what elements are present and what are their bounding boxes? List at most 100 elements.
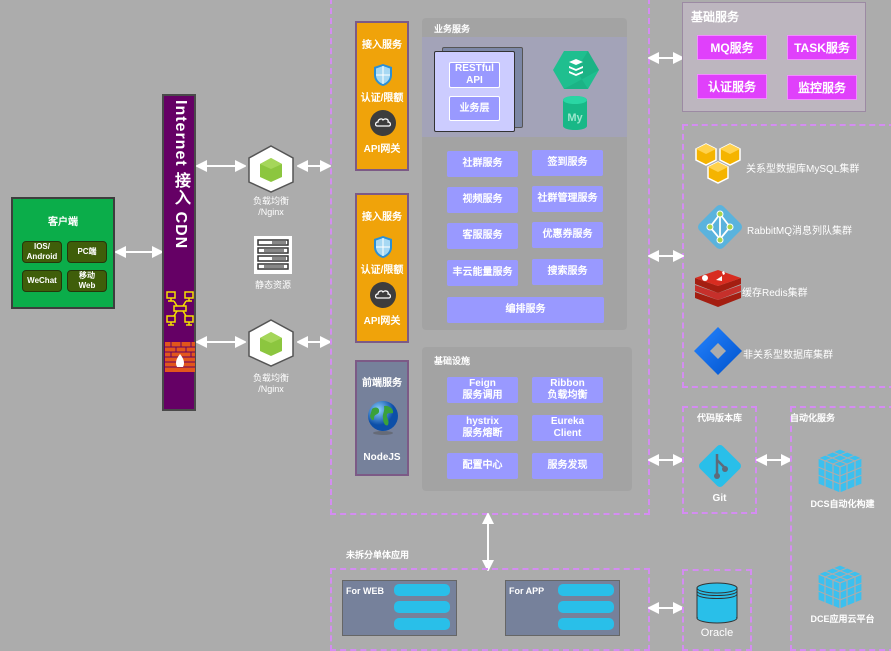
server-bar: [558, 584, 614, 596]
infra-feign[interactable]: Feign 服务调用: [447, 377, 518, 403]
base-services-title: 基础服务: [691, 10, 740, 24]
server-bar: [558, 618, 614, 630]
static-resources-icon: [254, 236, 292, 274]
arrow-cdn-lb-bottom: [196, 336, 246, 348]
shield-icon: [374, 236, 392, 258]
client-mobile-web[interactable]: 移动 Web: [67, 270, 107, 292]
mysql-cluster-label: 关系型数据库MySQL集群: [746, 164, 860, 175]
nginx-top-icon[interactable]: [247, 144, 295, 194]
infra-service-discovery[interactable]: 服务发现: [532, 453, 603, 479]
service-community-mgmt[interactable]: 社群管理服务: [532, 186, 603, 212]
cloud-datastore-icon: [553, 51, 599, 89]
service-orchestration-label: 编排服务: [505, 304, 546, 315]
infra-feign-label: Feign 服务调用: [462, 378, 503, 401]
cloud-icon: [370, 110, 396, 136]
rabbitmq-icon: [698, 205, 742, 249]
service-community-label: 社群服务: [462, 158, 503, 169]
arrow-main-clusters: [648, 250, 684, 262]
gateway-1[interactable]: 接入服务 认证/限额 API网关: [355, 21, 409, 171]
frontend-title: 前端服务: [362, 378, 402, 389]
monolith-title: 未拆分单体应用: [346, 550, 410, 560]
service-search-label: 搜索服务: [547, 266, 588, 277]
service-orchestration[interactable]: 编排服务: [447, 297, 604, 323]
base-services-panel: 基础服务 MQ服务 TASK服务 认证服务 监控服务: [682, 2, 866, 112]
arrow-lb-gw-top: [297, 160, 331, 172]
service-search[interactable]: 搜索服务: [532, 259, 603, 285]
mysql-icon: My: [563, 96, 587, 130]
monolith-web[interactable]: For WEB: [342, 580, 457, 636]
business-layer[interactable]: 业务层: [449, 96, 500, 121]
svg-text:My: My: [567, 112, 583, 124]
service-community-mgmt-label: 社群管理服务: [537, 193, 598, 204]
base-monitor-label: 监控服务: [797, 81, 846, 95]
base-auth[interactable]: 认证服务: [697, 74, 767, 99]
base-mq[interactable]: MQ服务: [697, 35, 767, 60]
frontend-service[interactable]: 前端服务 NodeJS: [355, 360, 409, 476]
arrow-main-base: [648, 52, 684, 64]
gateway-2-api: API网关: [363, 316, 401, 327]
service-energy[interactable]: 丰云能量服务: [447, 260, 518, 286]
client-mobile-web-label: 移动 Web: [78, 271, 96, 290]
service-checkin[interactable]: 签到服务: [532, 150, 603, 176]
frontend-tech: NodeJS: [363, 452, 401, 463]
business-layer-label: 业务层: [459, 102, 490, 114]
arrow-main-git: [648, 454, 684, 466]
automation-title: 自动化服务: [790, 413, 836, 423]
monolith-app[interactable]: For APP: [505, 580, 620, 636]
infra-config-center[interactable]: 配置中心: [447, 453, 518, 479]
infra-eureka-label: Eureka Client: [550, 416, 585, 439]
base-monitor[interactable]: 监控服务: [787, 75, 857, 100]
arrow-main-monolith: [482, 513, 494, 571]
dce-cube-icon: [816, 564, 864, 610]
oracle-label: Oracle: [700, 627, 734, 639]
infra-ribbon[interactable]: Ribbon 负载均衡: [532, 377, 603, 403]
client-pc-label: PC端: [77, 247, 97, 256]
service-customer[interactable]: 客服服务: [447, 223, 518, 249]
client-pc[interactable]: PC端: [67, 241, 107, 263]
gateway-2[interactable]: 接入服务 认证/限额 API网关: [355, 193, 409, 343]
cdn-bar: Internet 接入 CDN: [162, 94, 196, 411]
service-community[interactable]: 社群服务: [447, 151, 518, 177]
cloud-icon: [370, 282, 396, 308]
nginx-bottom-label: 负载均衡 /Nginx: [252, 373, 289, 394]
client-wechat[interactable]: WeChat: [22, 270, 62, 292]
service-energy-label: 丰云能量服务: [452, 267, 513, 278]
service-customer-label: 客服服务: [462, 230, 503, 241]
dcs-label: DCS自动化构建: [810, 499, 875, 509]
base-mq-label: MQ服务: [710, 41, 754, 55]
nginx-bottom-icon[interactable]: [247, 318, 295, 368]
nosql-icon: [694, 327, 742, 375]
dcs-cube-icon: [816, 448, 864, 494]
gateway-2-title: 接入服务: [362, 212, 402, 223]
network-icon: [166, 291, 194, 326]
business-panel: 业务服务 RESTful API 业务层 My 社群服务 签到服务 视频服务 社…: [422, 18, 627, 330]
service-coupon-label: 优惠券服务: [542, 229, 593, 240]
restful-api[interactable]: RESTful API: [449, 62, 500, 88]
rabbitmq-label: RabbitMQ消息列队集群: [747, 226, 853, 237]
service-checkin-label: 签到服务: [547, 157, 588, 168]
client-wechat-label: WeChat: [27, 276, 57, 285]
nginx-top-label: 负载均衡 /Nginx: [252, 196, 289, 217]
redis-label: 缓存Redis集群: [742, 288, 808, 299]
service-video-label: 视频服务: [462, 194, 503, 205]
client-ios-android[interactable]: IOS/ Android: [22, 241, 62, 263]
server-bar: [558, 601, 614, 613]
infra-eureka[interactable]: Eureka Client: [532, 415, 603, 441]
cdn-title: Internet 接入 CDN: [172, 100, 189, 250]
oracle-db-icon[interactable]: [696, 582, 738, 624]
server-bar: [394, 584, 450, 596]
infra-config-center-label: 配置中心: [462, 460, 503, 471]
infra-title: 基础设施: [434, 356, 471, 366]
service-coupon[interactable]: 优惠券服务: [532, 222, 603, 248]
base-task[interactable]: TASK服务: [787, 35, 857, 60]
nosql-label: 非关系型数据库集群: [743, 350, 833, 361]
service-video[interactable]: 视频服务: [447, 187, 518, 213]
arrow-monolith-oracle: [648, 602, 684, 614]
base-auth-label: 认证服务: [707, 80, 756, 94]
base-task-label: TASK服务: [794, 41, 850, 55]
infra-ribbon-label: Ribbon 负载均衡: [547, 378, 588, 401]
gateway-1-auth: 认证/限额: [360, 93, 404, 104]
infra-hystrix[interactable]: hystrix 服务熔断: [447, 415, 518, 441]
git-icon[interactable]: [697, 443, 743, 489]
git-title: 代码版本库: [696, 413, 742, 423]
